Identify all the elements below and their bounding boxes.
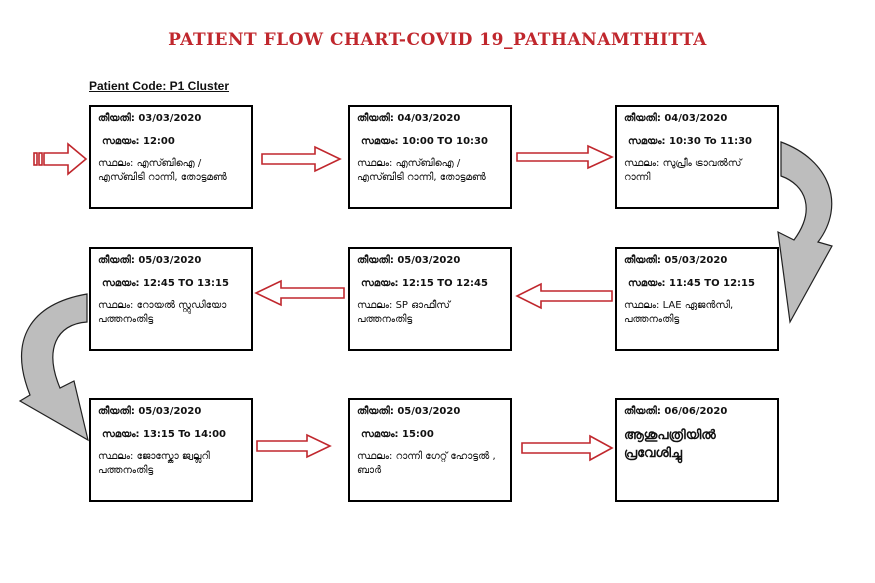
arrow-right-icon (261, 145, 342, 173)
flow-box-9: തീയതി: 06/06/2020 ആശുപത്രിയിൽ പ്രവേശിച്ച… (615, 398, 779, 502)
arrow-right-icon (516, 144, 614, 170)
curved-arrow-down-right-icon (777, 141, 833, 324)
box-place: സ്ഥലം: എസ്ബിഐ / എസ്ബിടി റാന്നി, തോട്ടമൺ (357, 158, 486, 183)
flow-box-7: തീയതി: 05/03/2020 സമയം: 13:15 To 14:00 സ… (89, 398, 253, 502)
flow-box-1: തീയതി: 03/03/2020 സമയം: 12:00 സ്ഥലം: എസ്… (89, 105, 253, 209)
flow-box-6: തീയതി: 05/03/2020 സമയം: 12:45 TO 13:15 സ… (89, 247, 253, 351)
arrow-right-icon (521, 434, 614, 462)
start-arrow-icon (33, 142, 88, 176)
flow-box-2: തീയതി: 04/03/2020 സമയം: 10:00 TO 10:30 സ… (348, 105, 512, 209)
box-place: ആശുപത്രിയിൽ പ്രവേശിച്ചു (624, 428, 716, 461)
box-date: തീയതി: 06/06/2020 (624, 406, 728, 417)
box-place: സ്ഥലം: ജോസ്കോ ജ്വല്ലറി പത്തനംതിട്ട (98, 451, 210, 476)
flow-box-4: തീയതി: 05/03/2020 സമയം: 11:45 TO 12:15 സ… (615, 247, 779, 351)
box-time: സമയം: 11:45 TO 12:15 (628, 278, 755, 289)
flow-box-8: തീയതി: 05/03/2020 സമയം: 15:00 സ്ഥലം: റാന… (348, 398, 512, 502)
box-place: സ്ഥലം: എസ്ബിഐ / എസ്ബിടി റാന്നി, തോട്ടമൺ (98, 158, 227, 183)
box-time: സമയം: 12:15 TO 12:45 (361, 278, 488, 289)
box-place: സ്ഥലം: റോയൽ സ്റ്റുഡിയോ പത്തനംതിട്ട (98, 300, 227, 325)
box-date: തീയതി: 04/03/2020 (624, 113, 728, 124)
box-time: സമയം: 15:00 (361, 429, 434, 440)
flow-box-3: തീയതി: 04/03/2020 സമയം: 10:30 To 11:30 സ… (615, 105, 779, 209)
box-date: തീയതി: 05/03/2020 (357, 255, 461, 266)
box-place: സ്ഥലം: റാന്നി ഗേറ്റ് ഹോട്ടൽ , ബാർ (357, 451, 496, 476)
box-time: സമയം: 13:15 To 14:00 (102, 429, 226, 440)
box-time: സമയം: 10:30 To 11:30 (628, 136, 752, 147)
arrow-left-icon (254, 279, 345, 307)
page-title: PATIENT FLOW CHART-COVID 19_PATHANAMTHIT… (168, 30, 707, 50)
box-time: സമയം: 12:45 TO 13:15 (102, 278, 229, 289)
arrow-left-icon (515, 282, 613, 310)
box-place: സ്ഥലം: LAE ഏജൻസി, പത്തനംതിട്ട (624, 300, 734, 325)
box-date: തീയതി: 05/03/2020 (98, 255, 202, 266)
box-place: സ്ഥലം: SP ഓഫീസ് പത്തനംതിട്ട (357, 300, 451, 325)
box-date: തീയതി: 05/03/2020 (357, 406, 461, 417)
box-place: സ്ഥലം: സുപ്രീം ട്രാവൽസ് റാന്നി (624, 158, 742, 183)
arrow-right-icon (256, 433, 332, 459)
box-time: സമയം: 10:00 TO 10:30 (361, 136, 488, 147)
box-date: തീയതി: 05/03/2020 (98, 406, 202, 417)
box-date: തീയതി: 03/03/2020 (98, 113, 202, 124)
flow-box-5: തീയതി: 05/03/2020 സമയം: 12:15 TO 12:45 സ… (348, 247, 512, 351)
box-date: തീയതി: 05/03/2020 (624, 255, 728, 266)
box-time: സമയം: 12:00 (102, 136, 175, 147)
patient-code-label: Patient Code: P1 Cluster (89, 79, 230, 93)
box-date: തീയതി: 04/03/2020 (357, 113, 461, 124)
curved-arrow-down-left-icon (18, 293, 89, 442)
